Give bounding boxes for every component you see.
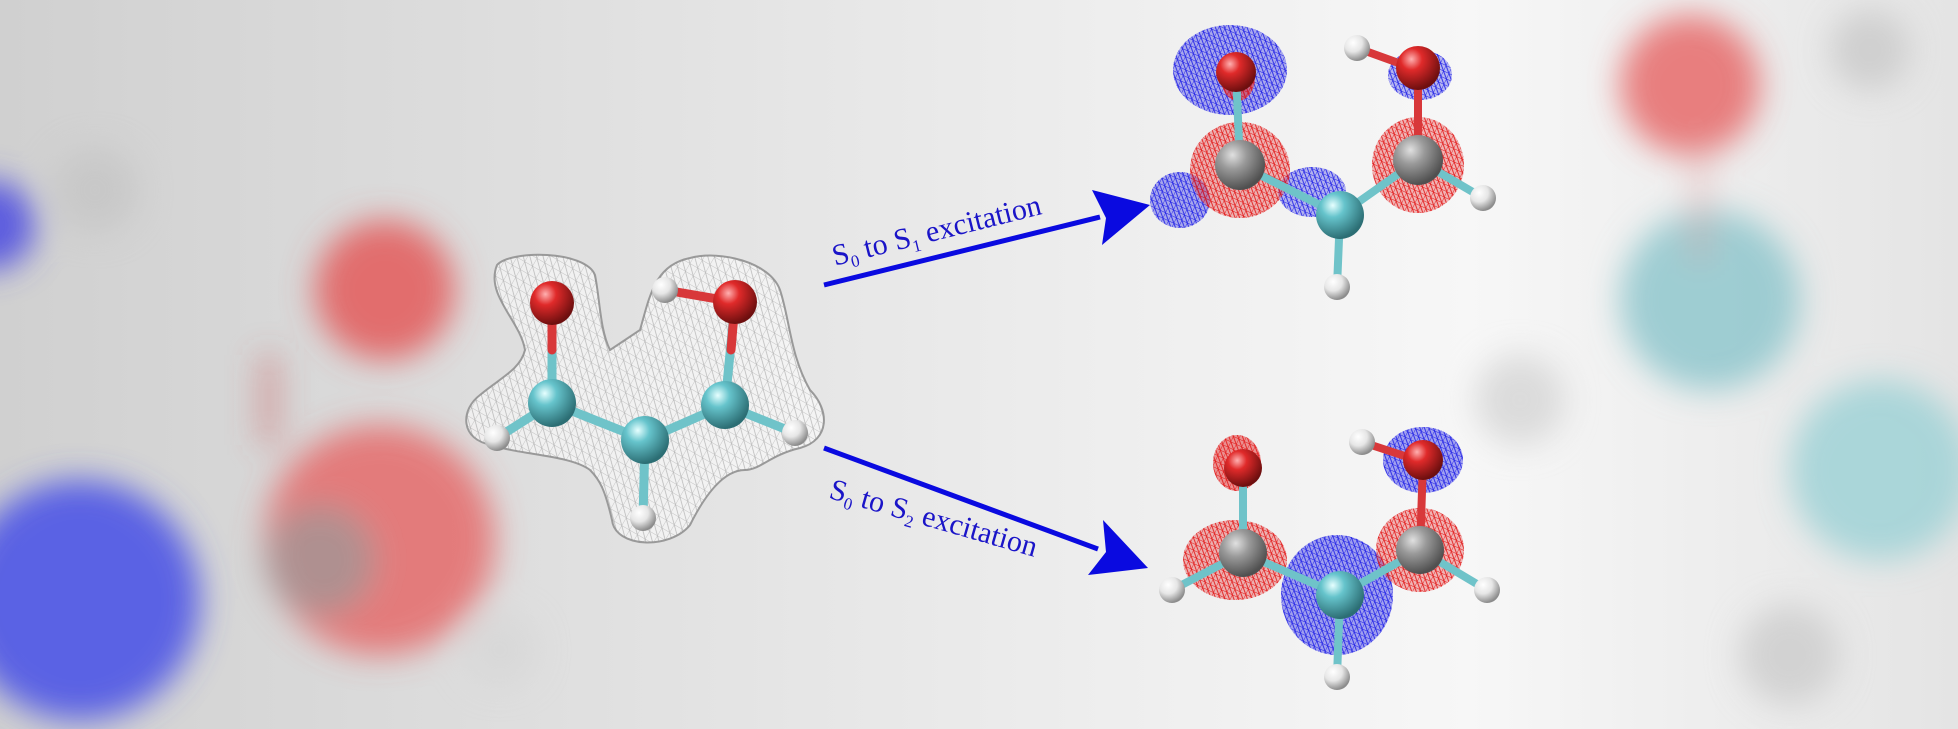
s2-orbital-diagram (1159, 427, 1500, 690)
carbon-atom-center (621, 416, 669, 464)
hydrogen-atom-right (782, 420, 808, 446)
carbon-atom-left (528, 379, 576, 427)
hydrogen-atom-bottom (630, 505, 656, 531)
hydrogen-atom-left (484, 425, 510, 451)
oxygen-atom-left (530, 281, 574, 325)
arrow-s0-to-s1 (823, 190, 1150, 288)
arrow-s0-to-s2 (823, 445, 1148, 575)
blurred-background-molecules (0, 10, 1958, 720)
s1-orbital-diagram (1150, 25, 1496, 300)
carbon-atom-right (701, 381, 749, 429)
hydrogen-atom-hydroxyl (652, 277, 678, 303)
ground-state-molecule (465, 253, 825, 544)
oxygen-atom-right (713, 280, 757, 324)
